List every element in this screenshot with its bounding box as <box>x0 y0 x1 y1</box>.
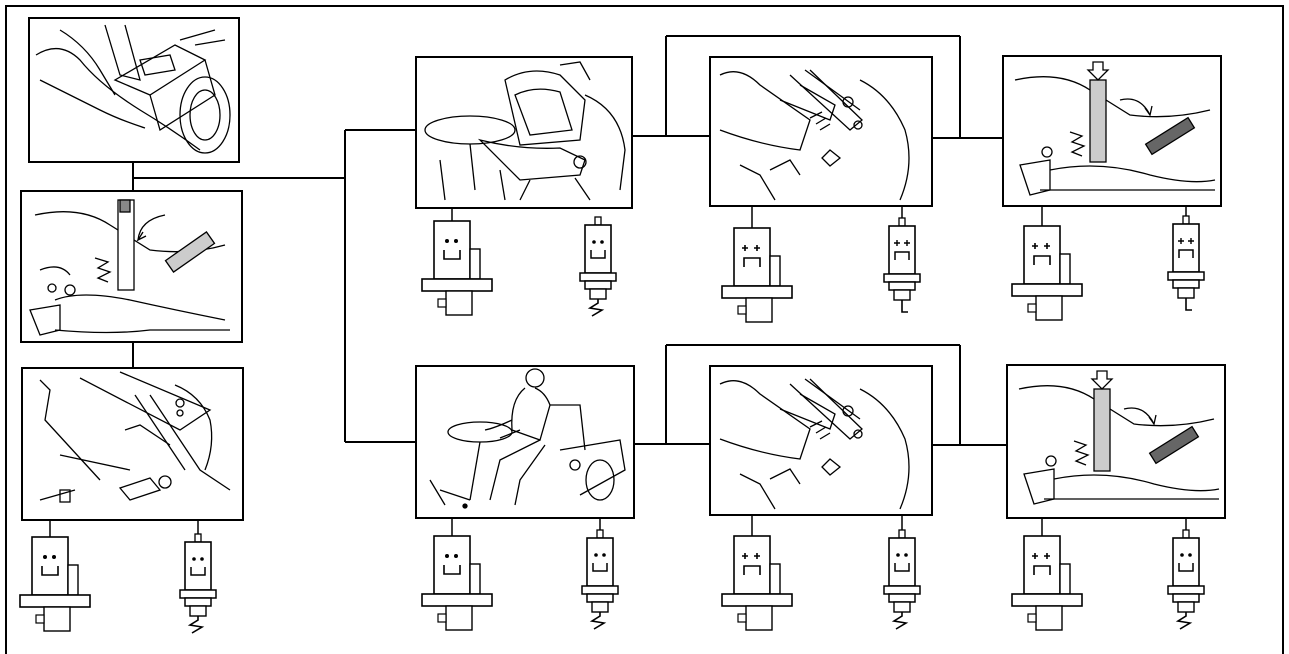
sensor-frown-icon <box>883 217 921 313</box>
sensor-frown-icon <box>1167 215 1205 311</box>
switch-frown-icon <box>1011 219 1083 321</box>
panel-lever-pressed <box>1002 55 1222 207</box>
panel-hand-on-lever <box>28 17 240 163</box>
panel-seat-plunger <box>709 56 933 207</box>
connector-lines <box>132 35 1007 446</box>
sensor-smile-icon <box>581 529 619 630</box>
switch-frown-icon <box>1011 529 1083 631</box>
sensor-smile-icon <box>883 529 921 630</box>
switch-smile-icon <box>421 529 493 631</box>
sensor-smile-icon <box>579 216 617 317</box>
panel-lever-into-notch <box>20 190 243 343</box>
panel-operator-seated <box>415 365 635 519</box>
switch-frown-icon <box>721 529 793 631</box>
panel-lever-pressed-2 <box>1006 364 1226 519</box>
panel-empty-seat <box>415 56 633 209</box>
switch-frown-icon <box>721 221 793 323</box>
panel-pedal-linkage <box>21 367 244 521</box>
sensor-smile-icon <box>1167 529 1205 630</box>
panel-seat-plunger-2 <box>709 365 933 516</box>
outer-frame <box>5 5 1284 654</box>
switch-smile-icon <box>19 530 91 632</box>
sensor-smile-icon <box>179 533 217 634</box>
switch-smile-icon <box>421 214 493 316</box>
